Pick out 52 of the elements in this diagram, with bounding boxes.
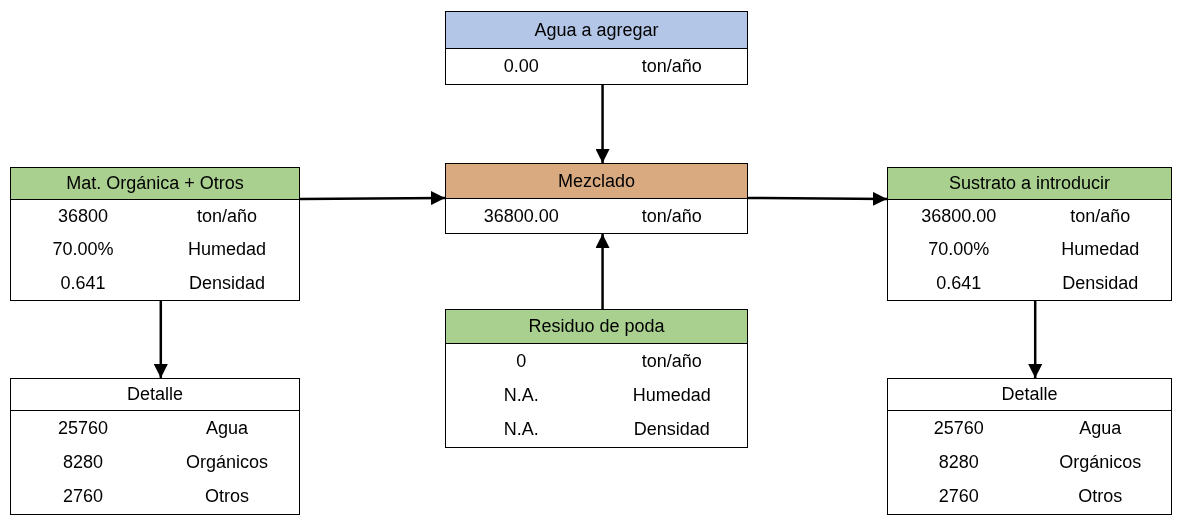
unit-text: Agua	[1078, 416, 1123, 440]
table-header: Agua a agregar	[446, 12, 747, 49]
unit-text: ton/año	[1069, 205, 1132, 229]
unit-text: Humedad	[631, 384, 712, 407]
unit-text: Agua	[204, 416, 249, 440]
value-text: 70.00%	[51, 238, 115, 262]
value-text: 2760	[937, 485, 980, 509]
value-text: 2760	[61, 485, 104, 509]
value-text: 0.00	[502, 55, 540, 78]
table-header: Sustrato a introducir	[888, 168, 1171, 200]
unit-text: Orgánicos	[1058, 451, 1143, 474]
value-text: 0.641	[935, 271, 983, 295]
unit-text: ton/año	[640, 204, 703, 228]
value-text: 70.00%	[927, 238, 991, 262]
unit-text: Otros	[204, 485, 250, 509]
unit-text: Humedad	[1060, 238, 1141, 262]
value-text: 25760	[932, 416, 985, 440]
value-text: 36800	[56, 205, 110, 229]
value-text: 0.641	[59, 271, 107, 295]
unit-text: Humedad	[186, 238, 267, 262]
value-text: N.A.	[502, 384, 540, 407]
arrow	[153, 301, 168, 378]
table-header: Residuo de poda	[446, 310, 747, 344]
data-table	[887, 378, 1172, 515]
unit-text: ton/año	[640, 55, 703, 78]
arrow	[595, 85, 610, 163]
data-table	[445, 163, 748, 234]
value-text: 0	[515, 349, 528, 373]
data-table	[10, 378, 300, 515]
unit-text: ton/año	[195, 205, 259, 229]
value-text: 25760	[56, 416, 110, 440]
data-table	[10, 167, 300, 301]
table-header: Mat. Orgánica + Otros	[11, 168, 299, 200]
unit-text: Densidad	[1061, 271, 1140, 295]
unit-text: Densidad	[632, 418, 711, 442]
data-table	[445, 309, 748, 448]
value-text: N.A.	[502, 418, 540, 442]
data-table	[887, 167, 1172, 301]
value-text: 8280	[61, 451, 104, 474]
arrow	[300, 191, 445, 206]
data-table	[445, 11, 748, 85]
unit-text: Orgánicos	[184, 451, 269, 474]
unit-text: Densidad	[187, 271, 267, 295]
arrow	[595, 234, 610, 309]
arrow	[748, 191, 887, 206]
value-text: 36800.00	[482, 204, 560, 228]
unit-text: ton/año	[640, 349, 703, 373]
value-text: 8280	[937, 451, 980, 474]
value-text: 36800.00	[920, 205, 998, 229]
table-header: Mezclado	[446, 164, 747, 199]
arrow	[1028, 301, 1043, 378]
unit-text: Otros	[1077, 485, 1124, 509]
